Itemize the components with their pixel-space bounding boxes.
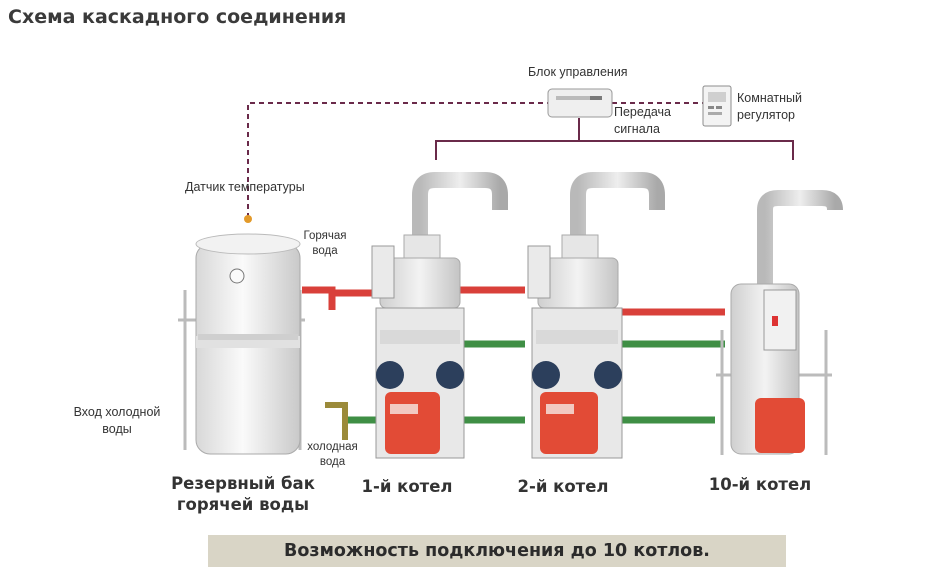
hot-pipe-main [460,286,725,316]
boiler-10-caption: 10-й котел [708,475,812,494]
signal-bracket [435,118,794,160]
hot-water-pipe [302,286,336,310]
signal-label: Передача сигнала [614,105,672,136]
sensor-signal-line [247,102,548,218]
boiler-1-caption: 1-й котел [361,477,453,496]
page-title: Схема каскадного соединения [8,6,347,28]
hot-water-label: Горячая вода [303,230,347,257]
room-regulator-device [702,85,732,127]
tank-caption: Резервный бак горячей воды [171,474,315,514]
capacity-banner: Возможность подключения до 10 котлов. [208,535,786,567]
cold-inlet-label: Вход холодной воды [73,405,161,436]
temperature-sensor-dot [244,215,252,223]
boiler-1-unit [371,172,508,459]
room-regulator-label: Комнатный регулятор [737,91,803,122]
control-unit-label: Блок управления [528,65,628,79]
hot-water-tank [178,233,305,455]
boiler-2-unit [527,172,665,459]
boiler-2-caption: 2-й котел [517,477,609,496]
cold-water-label: холодная вода [307,441,358,468]
temperature-sensor-label: Датчик температуры [185,180,305,194]
cold-water-pipe [325,402,348,440]
control-unit-device [547,88,613,118]
boiler-10-unit [716,190,843,455]
